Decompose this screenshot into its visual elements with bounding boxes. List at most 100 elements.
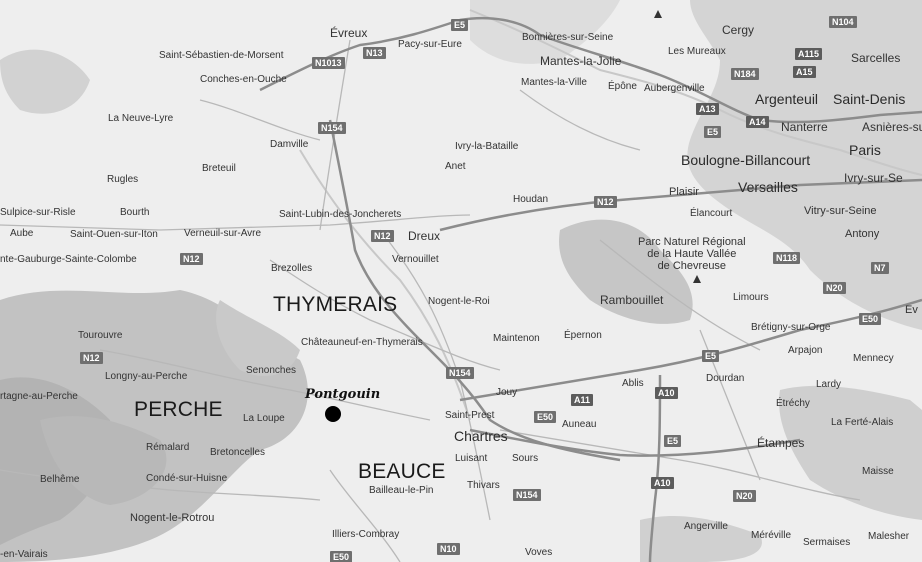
place-label: Plaisir	[669, 186, 699, 198]
place-label: Illiers-Combray	[332, 529, 400, 540]
place-label: Étampes	[757, 436, 805, 450]
place-label: Sulpice-sur-Risle	[0, 207, 76, 218]
place-label: La Loupe	[243, 413, 285, 424]
place-label: Saint-Lubin-des-Joncherets	[279, 209, 402, 220]
place-label: Mennecy	[853, 353, 894, 364]
place-label: Maisse	[862, 466, 894, 477]
place-label: Rambouillet	[600, 293, 664, 307]
place-label: Angerville	[684, 521, 728, 532]
minor-roads	[0, 39, 861, 562]
road-shield: N154	[318, 122, 346, 134]
place-label: Aubergenville	[644, 83, 705, 94]
highlight-place-label: Pontgouin	[305, 387, 381, 402]
place-label: -en-Vairais	[0, 549, 48, 560]
road-shield: E5	[664, 435, 682, 447]
road-shield: N12	[80, 352, 103, 364]
place-label: Chartres	[454, 428, 508, 444]
place-label: Élancourt	[690, 208, 733, 219]
place-label: rtagne-au-Perche	[0, 391, 78, 402]
place-label: Antony	[845, 228, 880, 240]
road-shield: A13	[696, 103, 719, 115]
place-label: Thivars	[467, 480, 500, 491]
place-label: Cergy	[722, 23, 755, 37]
road-shield: N104	[829, 16, 857, 28]
road-shield: A10	[655, 387, 678, 399]
place-label: Maintenon	[493, 333, 540, 344]
place-label: Ivry-sur-Se	[844, 171, 903, 185]
place-label: Houdan	[513, 194, 549, 205]
road-shield: E5	[702, 350, 720, 362]
place-label: Paris	[849, 142, 881, 158]
road-shield: A115	[795, 48, 823, 60]
place-label: Saint-Prest	[445, 410, 495, 421]
place-label: Anet	[445, 161, 466, 172]
place-label: Breteuil	[202, 163, 236, 174]
place-label: Bretoncelles	[210, 447, 266, 458]
highlight-place-marker[interactable]	[325, 406, 341, 422]
road-shield: N10	[437, 543, 460, 555]
place-label: Saint-Ouen-sur-Iton	[70, 229, 158, 240]
place-label: Dreux	[408, 229, 441, 243]
place-label: Rémalard	[146, 442, 190, 453]
place-label: Mantes-la-Ville	[521, 77, 587, 88]
relief-areas	[0, 49, 922, 562]
place-label: Sermaises	[803, 537, 851, 548]
place-label: Versailles	[738, 179, 798, 195]
road-shield: N184	[731, 68, 759, 80]
place-label: Damville	[270, 139, 309, 150]
place-label: Vernouillet	[392, 254, 439, 265]
place-label: Étréchy	[776, 398, 810, 409]
place-label: Lardy	[816, 379, 842, 390]
place-label: Malesher	[868, 531, 910, 542]
park-label-line-3: de Chevreuse	[657, 260, 727, 273]
road-shield: N118	[773, 252, 801, 264]
place-label: Saint-Denis	[833, 91, 906, 107]
place-label: Auneau	[562, 419, 597, 430]
place-label: Condé-sur-Huisne	[146, 473, 228, 484]
place-label: Nanterre	[781, 120, 828, 134]
place-label: La Neuve-Lyre	[108, 113, 174, 124]
road-shield: N12	[371, 230, 394, 242]
road-shield: N12	[180, 253, 203, 265]
region-label-thymerais: THYMERAIS	[273, 293, 398, 316]
place-label: Brétigny-sur-Orge	[751, 322, 831, 333]
place-label: Voves	[525, 547, 553, 558]
place-label: Jouy	[496, 387, 518, 398]
place-label: Bourth	[120, 207, 150, 218]
place-label: Belhême	[40, 474, 80, 485]
place-label: Limours	[733, 292, 769, 303]
place-label: Brezolles	[271, 263, 313, 274]
place-label: Vitry-sur-Seine	[804, 205, 877, 217]
road-shield: A11	[571, 394, 594, 406]
road-shield: E50	[534, 411, 557, 423]
place-label: Sours	[512, 453, 539, 464]
place-label: Conches-en-Ouche	[200, 74, 287, 85]
road-shield: E50	[859, 313, 882, 325]
place-label: Luisant	[455, 453, 488, 464]
road-shield: N13	[363, 47, 386, 59]
road-shield: N20	[733, 490, 756, 502]
park-label: Parc Naturel Régional de la Haute Vallée…	[638, 236, 746, 272]
place-label: Ev	[905, 304, 918, 316]
road-shield: E50	[330, 551, 353, 562]
place-label: Nogent-le-Roi	[428, 296, 490, 307]
road-shield: A10	[651, 477, 674, 489]
road-shield: E5	[451, 19, 469, 31]
road-shield: N154	[513, 489, 541, 501]
mountain-icon	[693, 275, 701, 283]
region-label-perche: PERCHE	[134, 398, 223, 421]
urban-areas	[470, 0, 922, 330]
place-label: La Ferté-Alais	[831, 417, 894, 428]
region-label-beauce: BEAUCE	[358, 460, 446, 483]
place-label: Boulogne-Billancourt	[681, 152, 811, 168]
park-label-line-2: de la Haute Vallée	[647, 248, 737, 261]
place-label: Rugles	[107, 174, 139, 185]
road-shield: A14	[746, 116, 769, 128]
place-label: Bonnières-sur-Seine	[522, 32, 614, 43]
place-label: nte-Gauburge-Sainte-Colombe	[0, 254, 137, 265]
road-shield: A15	[793, 66, 816, 78]
place-label: Dourdan	[706, 373, 745, 384]
place-label: Sarcelles	[851, 51, 901, 65]
